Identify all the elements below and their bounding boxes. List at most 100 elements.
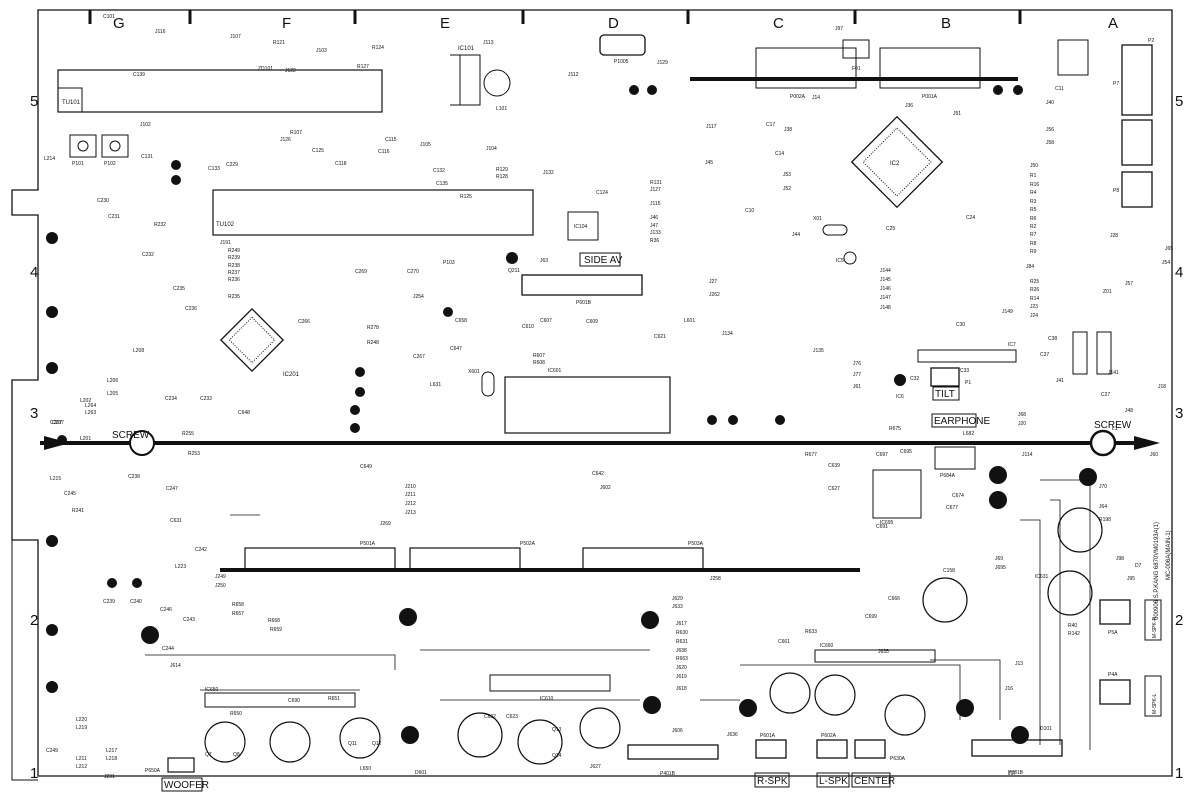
connector-p684a-label: P684A <box>940 473 956 479</box>
capacitor-c638 <box>579 707 621 749</box>
left-edge-connectors <box>46 232 58 693</box>
ref-label-c32: C32 <box>910 376 919 382</box>
chip-ic695-label: IC695 <box>880 520 894 526</box>
ref-label-j133: J133 <box>650 230 661 236</box>
transistor-q114 <box>629 85 639 95</box>
ref-label-r663: R663 <box>676 656 688 662</box>
ref-label-c648: C648 <box>238 410 250 416</box>
pad-e9 <box>399 608 417 626</box>
chip-ic2: IC2 <box>850 115 944 209</box>
ref-label-c139: C139 <box>133 72 145 78</box>
tag-earphone: EARPHONE <box>934 416 990 427</box>
header-p503a <box>582 547 704 571</box>
ref-label-c11: C11 <box>1055 86 1064 92</box>
ref-label-c231: C231 <box>108 214 120 220</box>
ref-label-r36: R36 <box>650 238 659 244</box>
ref-label-j48: J48 <box>1125 408 1133 414</box>
ref-label-c623: C623 <box>506 714 518 720</box>
header-p001a <box>879 47 981 89</box>
ref-label-r25: R25 <box>1030 279 1039 285</box>
ref-label-j20: J20 <box>1018 421 1026 427</box>
ref-label-j64: J64 <box>1099 504 1107 510</box>
transistor-q604 <box>728 415 738 425</box>
ref-label-j606: J606 <box>672 728 683 734</box>
connector-p601b <box>521 274 643 296</box>
tuner-tu102-label: TU102 <box>216 222 235 228</box>
row-label-left-2: 2 <box>30 612 38 629</box>
ref-label-j147: J147 <box>880 295 891 301</box>
ref-label-d101: D101 <box>1040 726 1052 732</box>
switch-p101 <box>69 134 97 158</box>
ref-label-c627: C627 <box>828 486 840 492</box>
ref-label-j98: J98 <box>1116 556 1124 562</box>
ref-label-c235: C235 <box>173 286 185 292</box>
ref-label-j629: J629 <box>672 596 683 602</box>
ref-label-l215: L215 <box>50 476 61 482</box>
ref-label-q13: Q13 <box>552 727 562 733</box>
column-label-b: B <box>941 15 951 32</box>
left-edge-pad-4 <box>46 535 58 547</box>
row-label-right-2: 2 <box>1175 612 1183 629</box>
ref-label-r142: R142 <box>1068 631 1080 637</box>
ref-label-r14: R14 <box>1030 296 1039 302</box>
ref-label-j149: J149 <box>1002 309 1013 315</box>
tag-m-spk-l: M-SPK-L <box>1144 675 1162 717</box>
chip-ic8 <box>1072 331 1088 375</box>
switch-p101-label: P101 <box>72 161 84 167</box>
transistor-q211 <box>506 252 518 264</box>
capacitor-c136 <box>483 69 511 97</box>
chip-ic610 <box>489 674 611 692</box>
ref-label-c690: C690 <box>288 698 300 704</box>
ref-label-j618: J618 <box>676 686 687 692</box>
ref-label-c243: C243 <box>183 617 195 623</box>
ref-label-r241: R241 <box>72 508 84 514</box>
ref-label-j114: J114 <box>1022 452 1033 458</box>
connector-p7 <box>1121 44 1153 116</box>
connector-p8-label: P8 <box>1113 188 1119 194</box>
column-label-f: F <box>282 15 291 32</box>
ref-label-c609: C609 <box>586 319 598 325</box>
chip-ic6-label: IC6 <box>896 394 904 400</box>
ref-label-c691: C691 <box>876 524 888 530</box>
module-p1 <box>930 367 960 387</box>
tag-center-box <box>851 772 891 788</box>
ref-label-j63: J63 <box>540 258 548 264</box>
crystal-x01-label: X01 <box>813 216 822 222</box>
ref-label-j134: J134 <box>722 331 733 337</box>
ref-label-l218: L218 <box>106 756 117 762</box>
ref-label-j269: J269 <box>380 521 391 527</box>
ref-label-c647: C647 <box>450 346 462 352</box>
ref-label-d601: D601 <box>415 770 427 776</box>
switch-p101-knob <box>77 140 89 152</box>
ref-label-c135: C135 <box>436 181 448 187</box>
ref-label-r4: R4 <box>1030 190 1037 196</box>
tag-m-spk-r: M-SPK-R <box>1144 599 1162 641</box>
ref-label-c230: C230 <box>97 198 109 204</box>
capacitor-c152 <box>1047 570 1093 616</box>
ref-label-l206: L206 <box>107 378 118 384</box>
ref-label-j53: J53 <box>783 172 791 178</box>
ref-label-c639: C639 <box>828 463 840 469</box>
solder-pads <box>57 435 1097 744</box>
ref-label-c233: C233 <box>200 396 212 402</box>
ref-label-c270: C270 <box>407 269 419 275</box>
screw-label-right: SCREW <box>1094 420 1132 431</box>
tag-tilt-box <box>932 386 960 401</box>
connector-p630a-label: P630A <box>890 756 906 762</box>
ref-label-l201: L201 <box>80 436 91 442</box>
ref-label-l601: L601 <box>684 318 695 324</box>
ref-label-r125: R125 <box>460 194 472 200</box>
chip-ic101-label: IC101 <box>458 46 475 52</box>
ref-label-j250: J250 <box>215 583 226 589</box>
tuner-tu101-tab <box>57 87 83 113</box>
tag-center: CENTER <box>854 776 895 787</box>
switch-p102-label: P102 <box>104 161 116 167</box>
ref-label-c101: C101 <box>103 14 115 20</box>
ref-label-c124: C124 <box>596 190 608 196</box>
ref-label-r659: R659 <box>270 627 282 633</box>
tag-l-spk: L-SPK <box>819 776 848 787</box>
ref-label-r124: R124 <box>372 45 384 51</box>
ref-label-c17: C17 <box>766 122 775 128</box>
ref-label-r236: R236 <box>228 277 240 283</box>
tag-earphone-box <box>931 413 977 428</box>
